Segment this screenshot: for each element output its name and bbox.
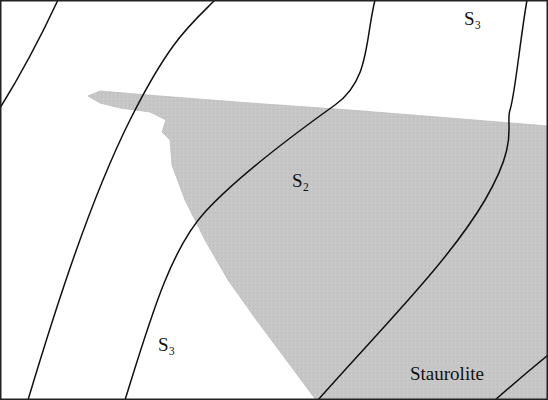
- foliation-label: S₃: [462, 8, 483, 29]
- foliation-trace: [318, 0, 527, 400]
- foliation-trace: [0, 0, 58, 108]
- foliation-trace: [495, 355, 548, 400]
- foliation-label: S₃: [156, 334, 177, 355]
- staurolite-grain: [88, 91, 548, 400]
- mineral-label: Staurolite: [408, 363, 486, 384]
- foliation-trace: [28, 0, 215, 400]
- foliation-trace: [125, 0, 375, 400]
- foliation-label: S₂: [290, 170, 311, 191]
